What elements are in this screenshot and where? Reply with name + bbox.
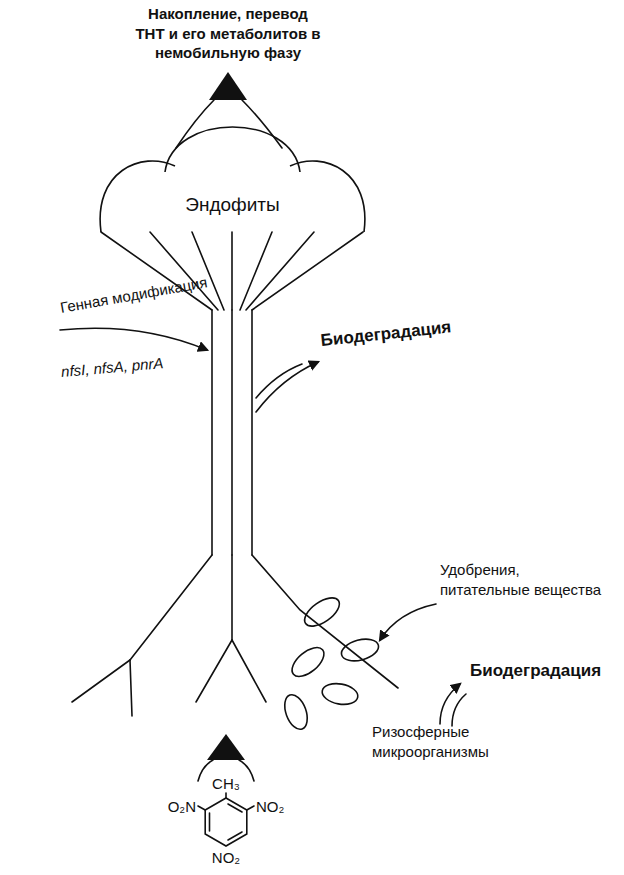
endophyte-crown: Эндофиты xyxy=(95,110,370,232)
curved-arrow xyxy=(256,362,318,412)
benzene-ring xyxy=(205,798,247,846)
root-line xyxy=(196,640,232,702)
big-arrowhead xyxy=(207,734,245,760)
flow-line xyxy=(242,100,282,148)
flow-line xyxy=(452,694,466,726)
chem-group: CH₃ xyxy=(212,774,240,794)
root-line xyxy=(231,555,233,640)
big-arrowhead xyxy=(209,72,247,100)
crown-lobe xyxy=(290,161,365,232)
bond xyxy=(198,806,205,810)
chem-group: NO₂ xyxy=(256,797,284,817)
organism-label: Ризосферные микроорганизмы xyxy=(372,722,502,761)
bond xyxy=(247,806,254,810)
input-label: Удобрения, питательные вещества xyxy=(440,560,605,599)
microbe xyxy=(339,635,381,664)
stem-line xyxy=(211,310,213,555)
root-line xyxy=(72,660,130,702)
arrow-label: Генная модификация xyxy=(59,272,209,317)
root-line xyxy=(130,660,132,716)
vessel-line xyxy=(231,232,233,310)
double-bond xyxy=(209,813,211,831)
process-label: Биодеградация xyxy=(470,660,601,682)
chem-group: NO₂ xyxy=(212,848,240,868)
microbe xyxy=(280,692,311,733)
heading-note: Накопление, перевод ТНТ и его метаболито… xyxy=(132,4,324,63)
chem-group: O₂N xyxy=(168,797,196,817)
root-line xyxy=(130,555,212,660)
curved-arrow xyxy=(380,604,436,640)
root-line xyxy=(232,640,266,702)
vessel-line xyxy=(252,232,363,310)
stem-line xyxy=(231,310,233,555)
double-bond xyxy=(228,804,242,812)
microbe xyxy=(300,592,344,631)
flow-line xyxy=(176,100,214,148)
curved-arrow xyxy=(60,328,207,350)
microbe xyxy=(321,681,360,707)
stem-line xyxy=(251,310,253,555)
microbe xyxy=(287,642,329,682)
gene-names: nfsI, nfsA, pnrA xyxy=(60,353,164,381)
crown-lobe xyxy=(100,161,175,232)
process-label: Биодеградация xyxy=(320,316,453,352)
flow-line xyxy=(198,760,213,781)
node-label: Эндофиты xyxy=(95,194,370,216)
flow-line xyxy=(239,760,254,781)
flow-line xyxy=(256,364,302,398)
vessel-line xyxy=(192,232,224,310)
vessel-line xyxy=(246,232,314,310)
bond xyxy=(225,793,227,798)
crown-lobe xyxy=(165,127,300,172)
root-line xyxy=(252,555,398,688)
double-bond xyxy=(228,832,242,840)
